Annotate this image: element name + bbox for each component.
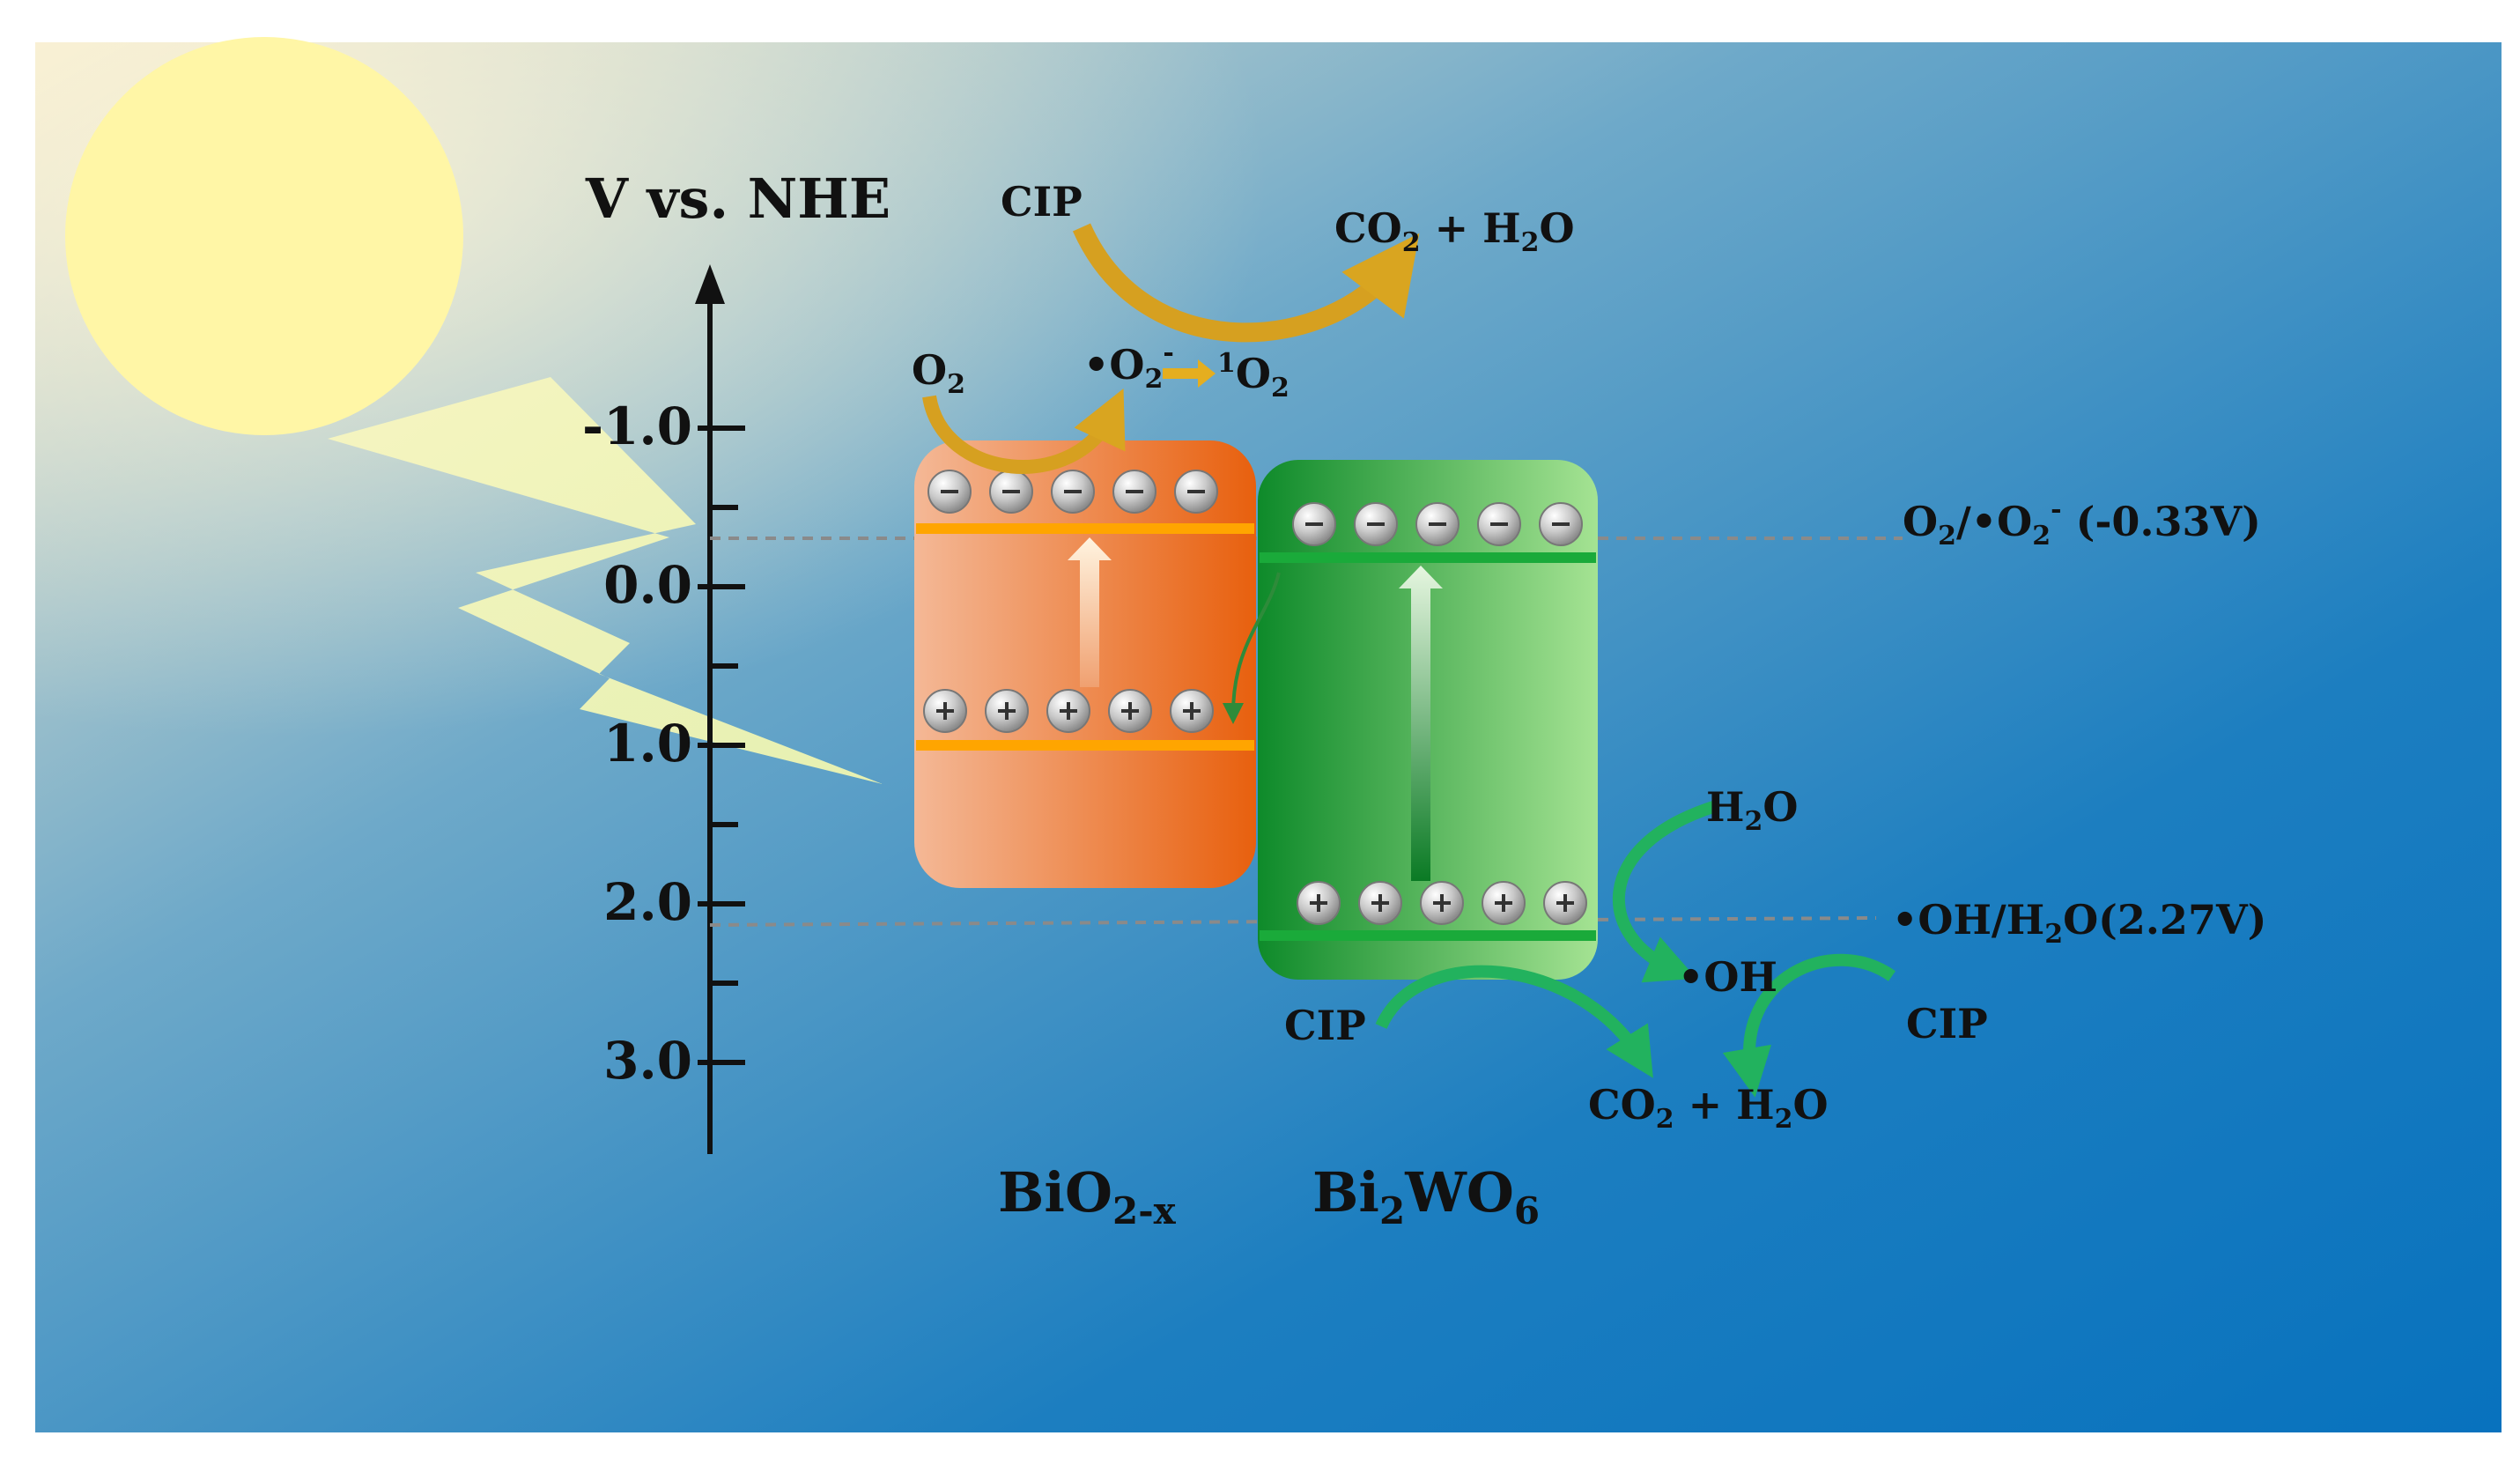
- bi2wo6-semiconductor: [1258, 460, 1598, 980]
- electron-icon: [1051, 470, 1095, 514]
- cip-label-bottom-left: CIP: [1284, 1002, 1366, 1049]
- singlet-oxygen-label: 1O2: [1217, 348, 1290, 403]
- electron-icon: [1539, 502, 1583, 546]
- electron-icon: [1174, 470, 1218, 514]
- potential-axis: -1.0 0.0 1.0 2.0 3.0 V vs. NHE: [582, 167, 890, 1154]
- hole-icon: [1108, 689, 1152, 733]
- o2-reduction-arrow: [922, 389, 1126, 474]
- hole-icon: [1170, 689, 1214, 733]
- superoxide-to-singlet-arrow-icon: [1163, 359, 1216, 388]
- tick-label: 2.0: [603, 872, 692, 932]
- o2-reference-label: O2/•O2- (-0.33V): [1903, 494, 2261, 551]
- electron-icon: [927, 470, 972, 514]
- co2-h2o-label-bottom: CO2 + H2O: [1588, 1081, 1829, 1135]
- cip-oh-degradation-arrow: [1722, 953, 1896, 1098]
- electron-icon: [1415, 502, 1460, 546]
- bi2wo6-material-label: Bi2WO6: [1312, 1160, 1540, 1232]
- hole-icon: [1297, 881, 1341, 925]
- cip-label-top: CIP: [1001, 178, 1083, 226]
- electron-icon: [1292, 502, 1336, 546]
- axis-title: V vs. NHE: [585, 167, 890, 231]
- bio-excitation-arrow-icon: [1068, 537, 1112, 687]
- cip-degradation-bottom-arrow: [1375, 965, 1653, 1078]
- hole-icon: [1482, 881, 1526, 925]
- hole-icon: [1046, 689, 1090, 733]
- charge-carriers: [923, 470, 1587, 925]
- hole-icon: [1543, 881, 1587, 925]
- co2-h2o-label-top: CO2 + H2O: [1334, 204, 1575, 258]
- hydroxyl-radical-label: •OH: [1678, 953, 1777, 1001]
- oh-reference-label: •OH/H2O(2.27V): [1892, 896, 2266, 950]
- o2-label: O2: [912, 346, 965, 400]
- tick-label: 0.0: [603, 555, 692, 615]
- cip-degradation-top-arrow: [1072, 223, 1420, 343]
- electron-transfer-arrow: [1223, 572, 1281, 724]
- tick-label: 3.0: [603, 1031, 692, 1091]
- cip-label-bottom-right: CIP: [1906, 1000, 1988, 1047]
- bio2x-material-label: BiO2-x: [998, 1160, 1177, 1232]
- hole-icon: [1358, 881, 1402, 925]
- electron-icon: [989, 470, 1033, 514]
- h2o-label: H2O: [1706, 783, 1798, 837]
- hole-icon: [923, 689, 967, 733]
- water-oxidation-arrow: [1612, 800, 1718, 983]
- hole-icon: [985, 689, 1029, 733]
- tick-label: 1.0: [603, 714, 692, 773]
- electron-icon: [1477, 502, 1521, 546]
- bwo-excitation-arrow-icon: [1399, 566, 1443, 881]
- sun-icon: [65, 37, 463, 435]
- tick-label: -1.0: [582, 396, 692, 456]
- superoxide-label: •O2-: [1083, 337, 1174, 395]
- hole-icon: [1420, 881, 1464, 925]
- lightning-bolt-icon: [328, 377, 883, 784]
- bio2x-semiconductor: [914, 440, 1256, 888]
- electron-icon: [1112, 470, 1157, 514]
- electron-icon: [1354, 502, 1398, 546]
- axis-arrow-icon: [695, 264, 725, 304]
